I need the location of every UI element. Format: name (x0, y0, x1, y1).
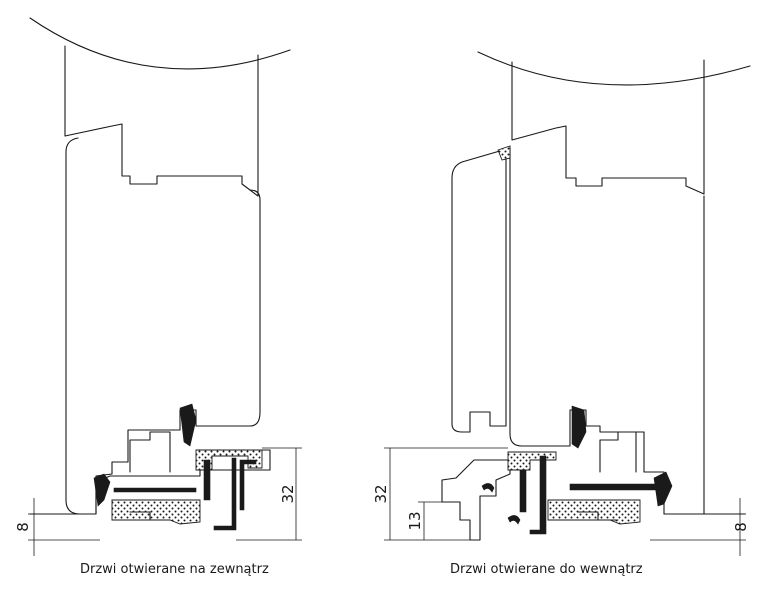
right-door-section: 32 13 8 (372, 51, 751, 556)
right-wall-arc (477, 51, 751, 86)
right-door-leaf (451, 147, 511, 433)
left-dimension-32: 32 (236, 447, 302, 541)
left-caption: Drzwi otwierane na zewnątrz (80, 562, 269, 577)
right-dimension-8: 8 (650, 498, 750, 556)
right-dimension-8-label: 8 (732, 522, 750, 532)
left-door-leaf (65, 137, 261, 515)
left-dimension-8-label: 8 (14, 522, 32, 532)
right-top-gasket (497, 145, 511, 161)
right-dimension-13-label: 13 (406, 511, 424, 530)
right-dimension-13: 13 (406, 501, 442, 540)
left-dimension-32-label: 32 (279, 484, 297, 503)
left-dimension-8: 8 (14, 498, 100, 556)
right-caption: Drzwi otwierane do wewnątrz (450, 562, 643, 577)
left-door-section: 32 8 (14, 17, 302, 556)
right-frame-inner (509, 147, 705, 515)
right-dimension-32: 32 (372, 447, 508, 541)
right-frame-profile (511, 59, 705, 195)
left-frame-profile (64, 45, 259, 197)
left-threshold-profile (93, 403, 271, 531)
left-wall-arc (29, 17, 291, 70)
right-dimension-32-label: 32 (372, 484, 390, 503)
right-threshold-profile (441, 405, 673, 541)
